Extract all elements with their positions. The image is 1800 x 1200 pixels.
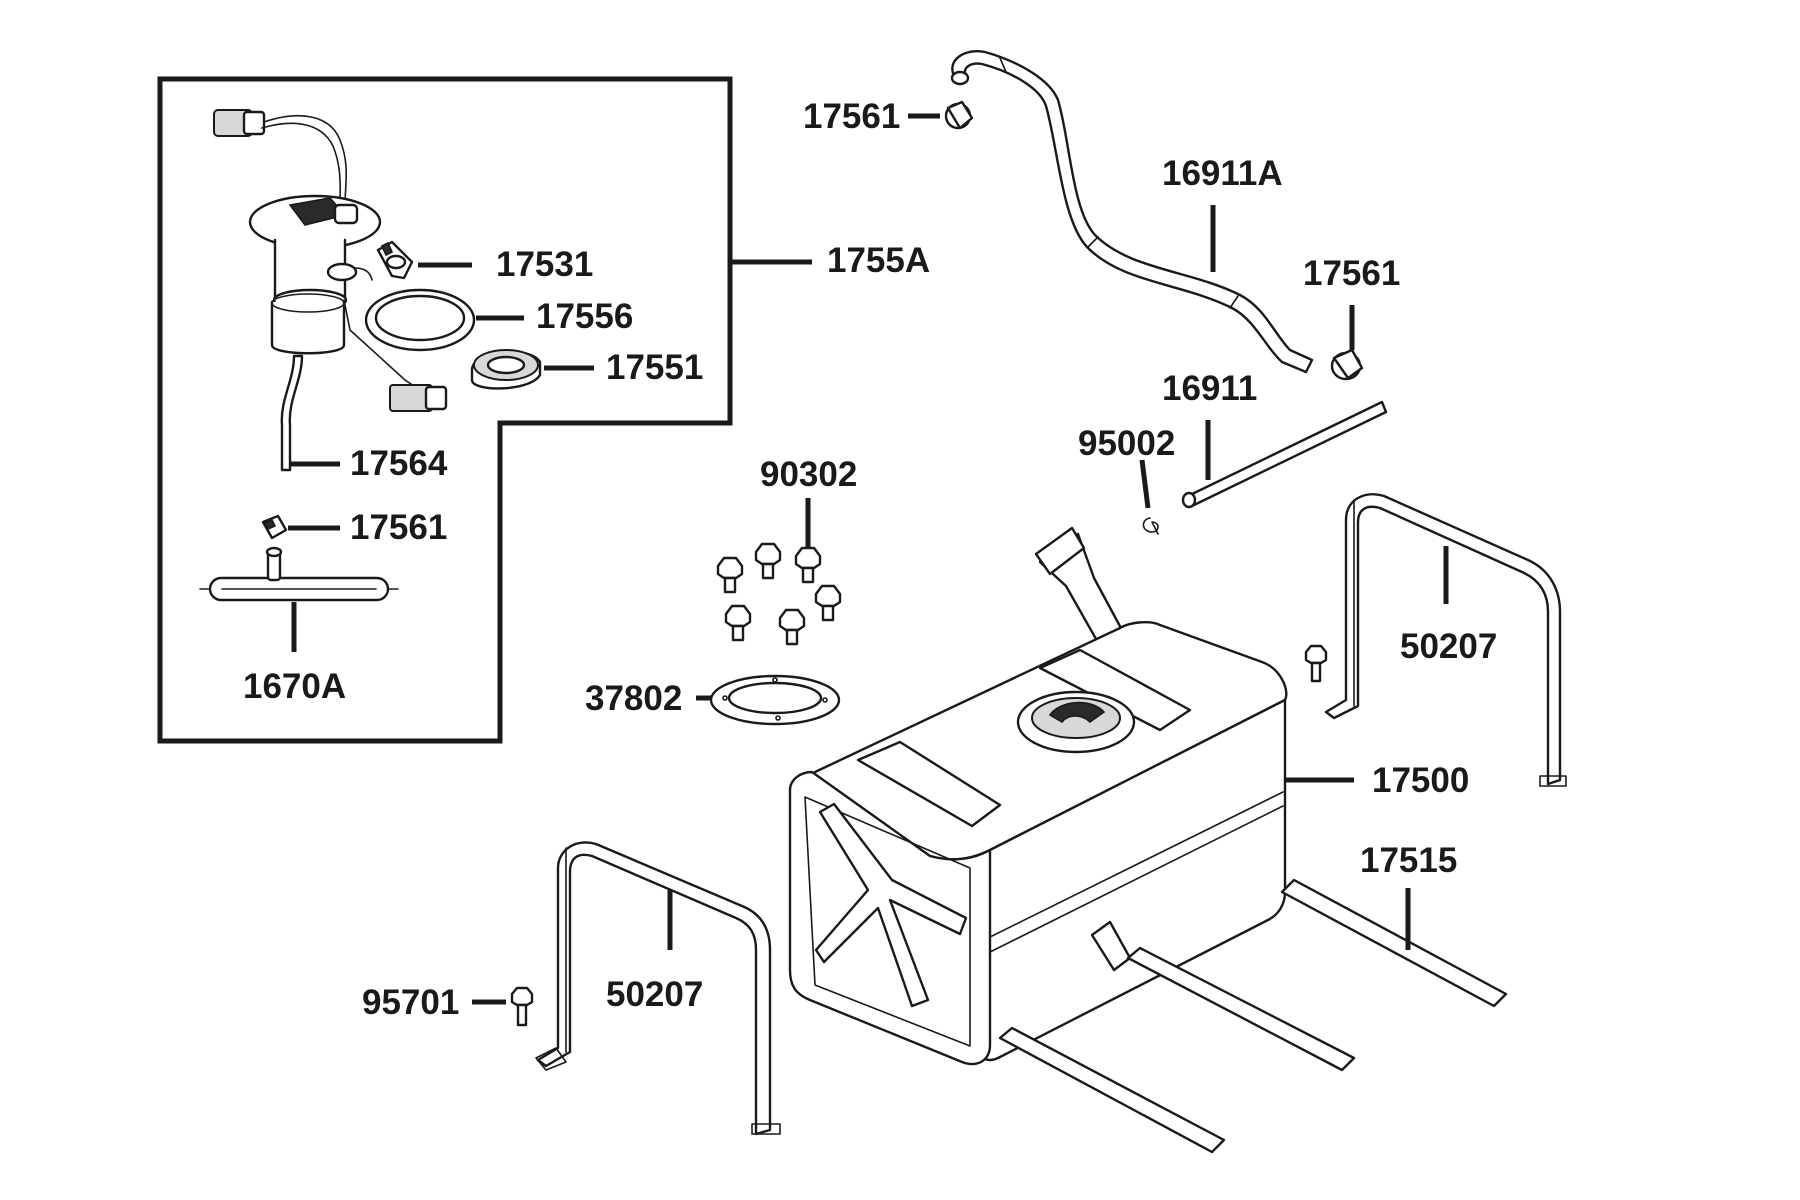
label-50207-right: 50207 [1400,627,1497,666]
clip-95002 [1142,517,1159,535]
bolt-95701 [510,986,534,1027]
label-1670A: 1670A [243,667,346,706]
filter-1670A [199,546,399,602]
label-17561-right: 17561 [1303,254,1400,293]
vent-tube-16911 [1181,400,1388,509]
label-17500: 17500 [1372,761,1469,800]
label-16911: 16911 [1162,369,1257,408]
label-17561-top: 17561 [803,97,900,136]
pump-kit-frame [157,76,733,744]
bolt-set-90302 [716,542,842,646]
label-16911A: 16911A [1162,154,1283,193]
pad-17515-set [998,878,1508,1154]
label-17564: 17564 [350,444,448,483]
label-37802: 37802 [585,679,682,718]
label-1755A: 1755A [827,241,930,280]
label-17531: 17531 [496,245,593,284]
label-50207-left: 50207 [606,975,703,1014]
vent-hose-16911A [950,50,1314,374]
fuel-tank-17500 [788,526,1288,1066]
label-17551: 17551 [606,348,703,387]
label-95002: 95002 [1078,424,1175,463]
label-95701: 95701 [362,983,459,1022]
strap-50207-left [535,841,781,1136]
strap-50207-right [1324,493,1567,787]
fuel-pump-module [213,109,448,472]
clamp-17561-right [1330,348,1364,381]
gasket-ring-17556 [364,288,476,352]
label-17556: 17556 [536,297,633,336]
clamp-17561-kit [261,514,288,540]
label-90302: 90302 [760,455,857,494]
clamp-17561-top [944,100,974,130]
gasket-37802 [709,674,841,726]
fitting-17531 [376,240,414,280]
bolt-right-strap [1304,644,1328,683]
lock-ring-17551 [470,349,542,390]
label-17561-kit: 17561 [350,508,447,547]
label-17515: 17515 [1360,841,1457,880]
